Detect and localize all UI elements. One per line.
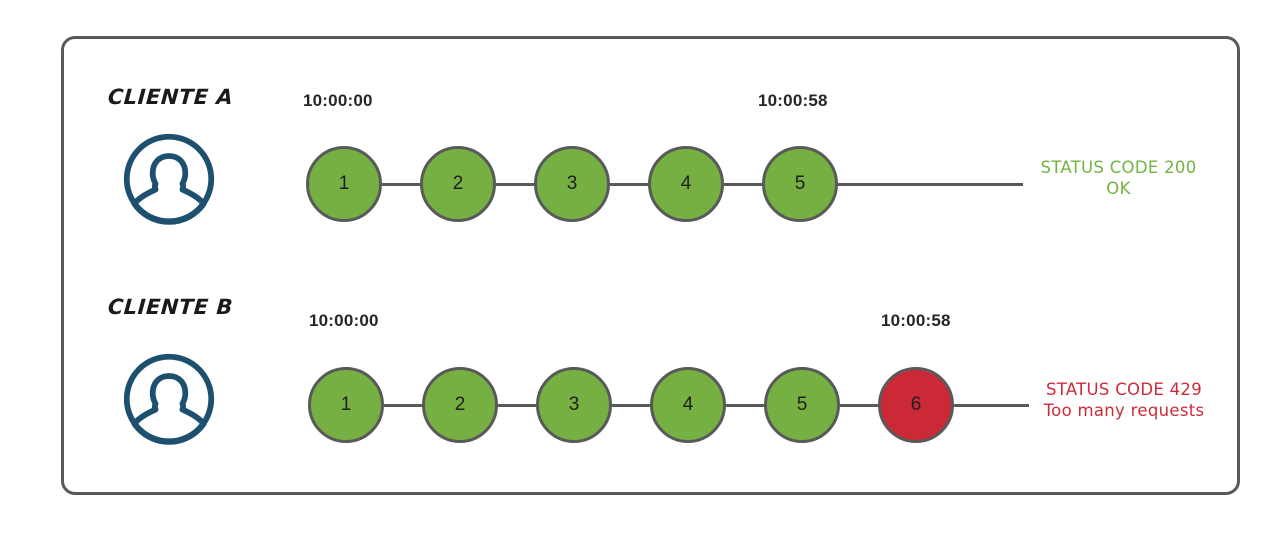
- status-text-b: Too many requests: [1043, 401, 1205, 421]
- request-number: 3: [566, 173, 578, 194]
- request-node[interactable]: 5: [762, 146, 838, 222]
- request-number: 2: [454, 394, 466, 415]
- request-node[interactable]: 3: [534, 146, 610, 222]
- request-number: 1: [338, 173, 350, 194]
- request-node[interactable]: 2: [420, 146, 496, 222]
- connector: [384, 404, 426, 407]
- connector: [726, 404, 768, 407]
- status-code-b: STATUS CODE 429: [1045, 380, 1203, 399]
- request-node[interactable]: 4: [648, 146, 724, 222]
- connector: [724, 183, 766, 186]
- user-avatar-icon: [121, 351, 217, 447]
- request-node[interactable]: 5: [764, 367, 840, 443]
- request-number: 6: [910, 394, 922, 415]
- request-number: 5: [796, 394, 808, 415]
- request-node[interactable]: 1: [306, 146, 382, 222]
- connector: [612, 404, 654, 407]
- connector: [382, 183, 424, 186]
- status-message-a: STATUS CODE 200 OK: [1031, 157, 1206, 199]
- timestamp-b-end: 10:00:58: [881, 311, 951, 330]
- status-text-a: OK: [1106, 179, 1131, 199]
- status-message-b: STATUS CODE 429 Too many requests: [1029, 379, 1219, 421]
- timestamp-a-start: 10:00:00: [303, 91, 373, 110]
- request-node[interactable]: 3: [536, 367, 612, 443]
- timestamp-a-end: 10:00:58: [758, 91, 828, 110]
- timestamp-b-start: 10:00:00: [309, 311, 379, 330]
- response-line-a: [838, 183, 1023, 186]
- request-number: 2: [452, 173, 464, 194]
- connector: [498, 404, 540, 407]
- connector: [840, 404, 882, 407]
- connector: [610, 183, 652, 186]
- request-number: 4: [680, 173, 692, 194]
- request-number: 4: [682, 394, 694, 415]
- request-number: 5: [794, 173, 806, 194]
- request-node-rejected[interactable]: 6: [878, 367, 954, 443]
- user-avatar-icon: [121, 131, 217, 227]
- client-a-label: CLIENTE A: [107, 85, 235, 109]
- request-node[interactable]: 1: [308, 367, 384, 443]
- request-number: 1: [340, 394, 352, 415]
- request-node[interactable]: 2: [422, 367, 498, 443]
- connector: [496, 183, 538, 186]
- request-node[interactable]: 4: [650, 367, 726, 443]
- request-number: 3: [568, 394, 580, 415]
- client-b-label: CLIENTE B: [107, 295, 234, 319]
- diagram-panel: CLIENTE A 10:00:00 10:00:58 1: [61, 36, 1240, 495]
- response-line-b: [954, 404, 1029, 407]
- status-code-a: STATUS CODE 200: [1040, 158, 1197, 177]
